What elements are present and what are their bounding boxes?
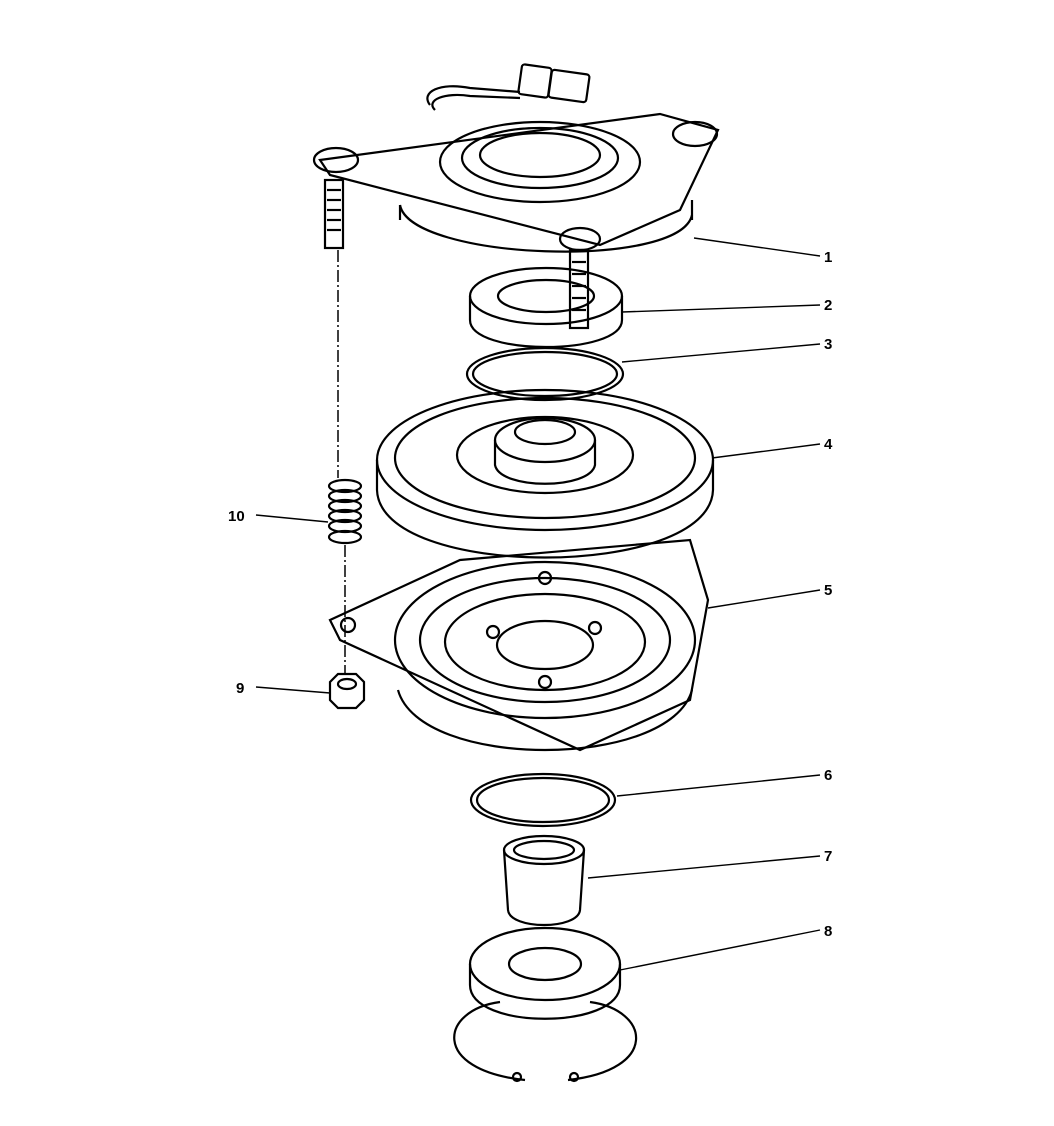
callout-4: 4: [824, 436, 833, 453]
callout-2: 2: [824, 297, 833, 314]
callout-7: 7: [824, 848, 833, 865]
leader-lines: [255, 237, 821, 971]
callout-10: 10: [228, 508, 245, 525]
part-8-bearing: [453, 926, 638, 1083]
callout-3: 3: [824, 336, 833, 353]
part-1-housing: [312, 63, 720, 330]
callout-6: 6: [824, 767, 833, 784]
part-3-ring: [465, 346, 625, 402]
part-7-sleeve: [502, 834, 586, 926]
part-6-ring: [469, 772, 617, 828]
callout-9: 9: [236, 680, 245, 697]
callout-8: 8: [824, 923, 833, 940]
parts-9-10-nut-spring: [327, 250, 366, 710]
callout-5: 5: [824, 582, 833, 599]
callout-1: 1: [824, 249, 833, 266]
part-5-coil-plate: [328, 538, 710, 752]
part-2-bearing: [468, 266, 624, 348]
part-4-rotor: [375, 388, 715, 559]
